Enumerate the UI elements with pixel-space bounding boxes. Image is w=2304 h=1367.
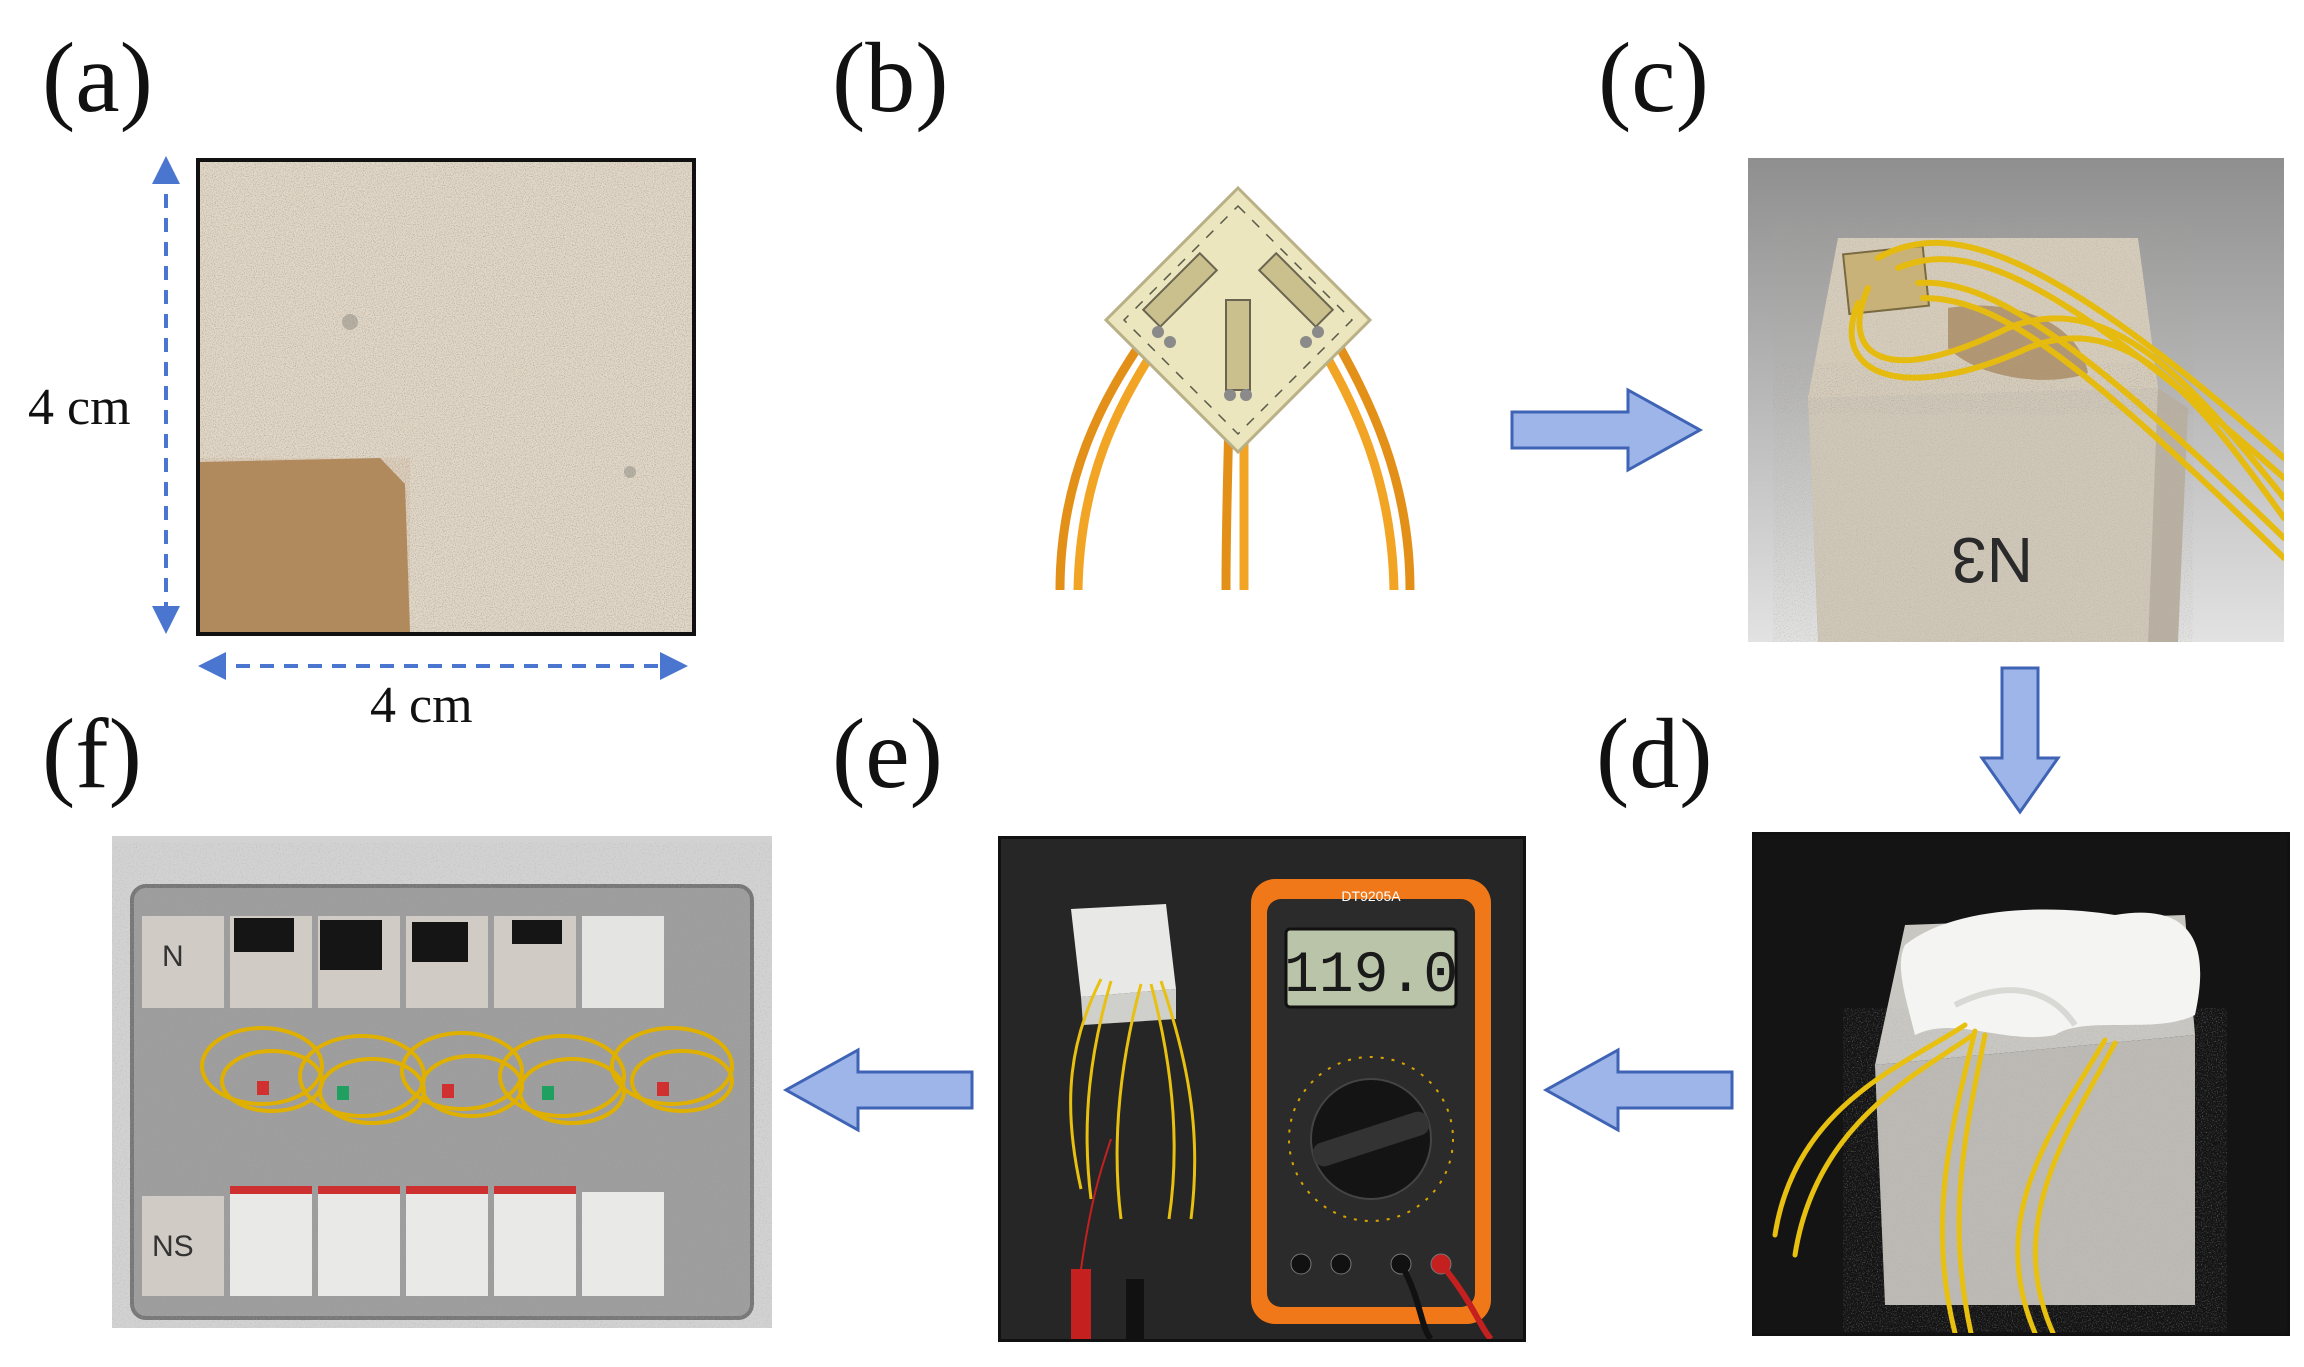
meter-model-text: DT9205A xyxy=(1341,888,1401,904)
flow-arrow-left-icon xyxy=(1542,1047,1734,1133)
panel-label-a: (a) xyxy=(42,22,153,133)
flow-arrow-left-icon xyxy=(782,1047,974,1133)
row2-marking-text: NS xyxy=(152,1230,194,1263)
panel-label-f: (f) xyxy=(42,698,142,809)
row1-marking-text: N xyxy=(162,940,184,973)
panel-label-b: (b) xyxy=(832,22,949,133)
panel-label-e: (e) xyxy=(832,698,943,809)
block-marking-text: N3 xyxy=(1951,524,2033,596)
meter-display-reading: 119.0 xyxy=(1284,944,1458,1009)
specimen-tray-photo: N xyxy=(112,836,772,1328)
multimeter-measurement-photo: DT9205A 119.0 xyxy=(998,836,1526,1342)
flow-arrow-down-icon xyxy=(1979,666,2061,815)
width-dimension-label: 4 cm xyxy=(370,677,473,734)
panel-label-d: (d) xyxy=(1596,698,1713,809)
sealed-block-photo xyxy=(1752,832,2290,1336)
flow-arrow-right-icon xyxy=(1510,387,1704,473)
block-with-gauge-photo: N3 xyxy=(1748,158,2284,642)
strain-gauge-rosette-photo xyxy=(1030,180,1450,590)
panel-label-c: (c) xyxy=(1598,22,1709,133)
height-dimension-label: 4 cm xyxy=(28,379,131,436)
sandstone-face-photo xyxy=(196,158,696,636)
